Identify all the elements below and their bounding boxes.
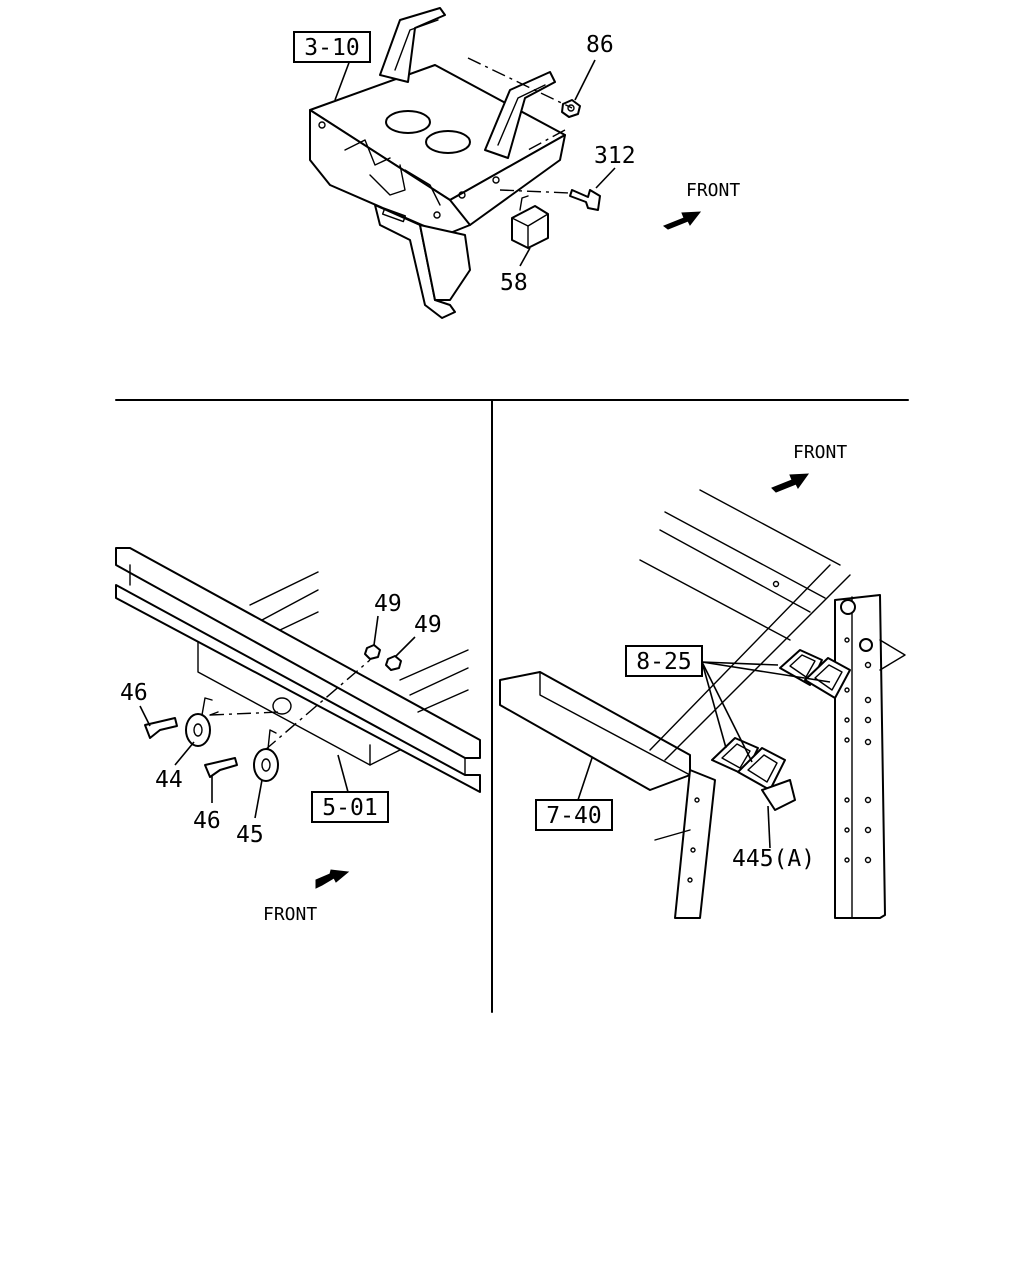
ref-box-8-25-label: 8-25 [636, 649, 691, 675]
front-label-top: FRONT [686, 180, 740, 201]
nut-part-86 [561, 99, 581, 118]
ref-box-5-01-label: 5-01 [322, 795, 377, 821]
callout-312: 312 [594, 143, 636, 169]
front-arrow-left-icon [315, 869, 350, 889]
ref-box-7-40-label: 7-40 [546, 803, 601, 829]
top-bracket-assembly [309, 7, 566, 319]
ref-box-3-10 [293, 31, 371, 63]
front-label-left: FRONT [263, 904, 317, 925]
ref-box-5-01 [311, 791, 389, 823]
nut-part-49-a [364, 644, 381, 660]
callout-49-b: 49 [414, 612, 442, 638]
callout-49-a: 49 [374, 591, 402, 617]
ref-box-7-40 [535, 799, 613, 831]
bolt-part-312 [569, 189, 601, 211]
horn-part-45 [253, 729, 279, 782]
bolt-part-46-upper [144, 717, 178, 739]
front-arrow-top-icon [662, 211, 702, 230]
front-arrow-right-icon [771, 473, 810, 493]
relay-pair-upper [779, 649, 851, 699]
horn-part-44 [185, 697, 219, 747]
bolt-part-46-lower [204, 757, 238, 778]
ref-box-8-25 [625, 645, 703, 677]
ref-box-3-10-label: 3-10 [304, 35, 359, 61]
callout-58: 58 [500, 270, 528, 296]
relay-part-58 [511, 195, 549, 249]
callout-86: 86 [586, 32, 614, 58]
front-label-right: FRONT [793, 442, 847, 463]
relay-pair-lower [711, 737, 796, 811]
frame-structure-right [499, 489, 906, 919]
callout-46-upper: 46 [120, 680, 148, 706]
callout-445a: 445(A) [732, 846, 815, 872]
callout-46-lower: 46 [193, 808, 221, 834]
callout-45: 45 [236, 822, 264, 848]
nut-part-49-b [385, 655, 402, 671]
callout-44: 44 [155, 767, 183, 793]
frame-rail-left [115, 547, 481, 793]
